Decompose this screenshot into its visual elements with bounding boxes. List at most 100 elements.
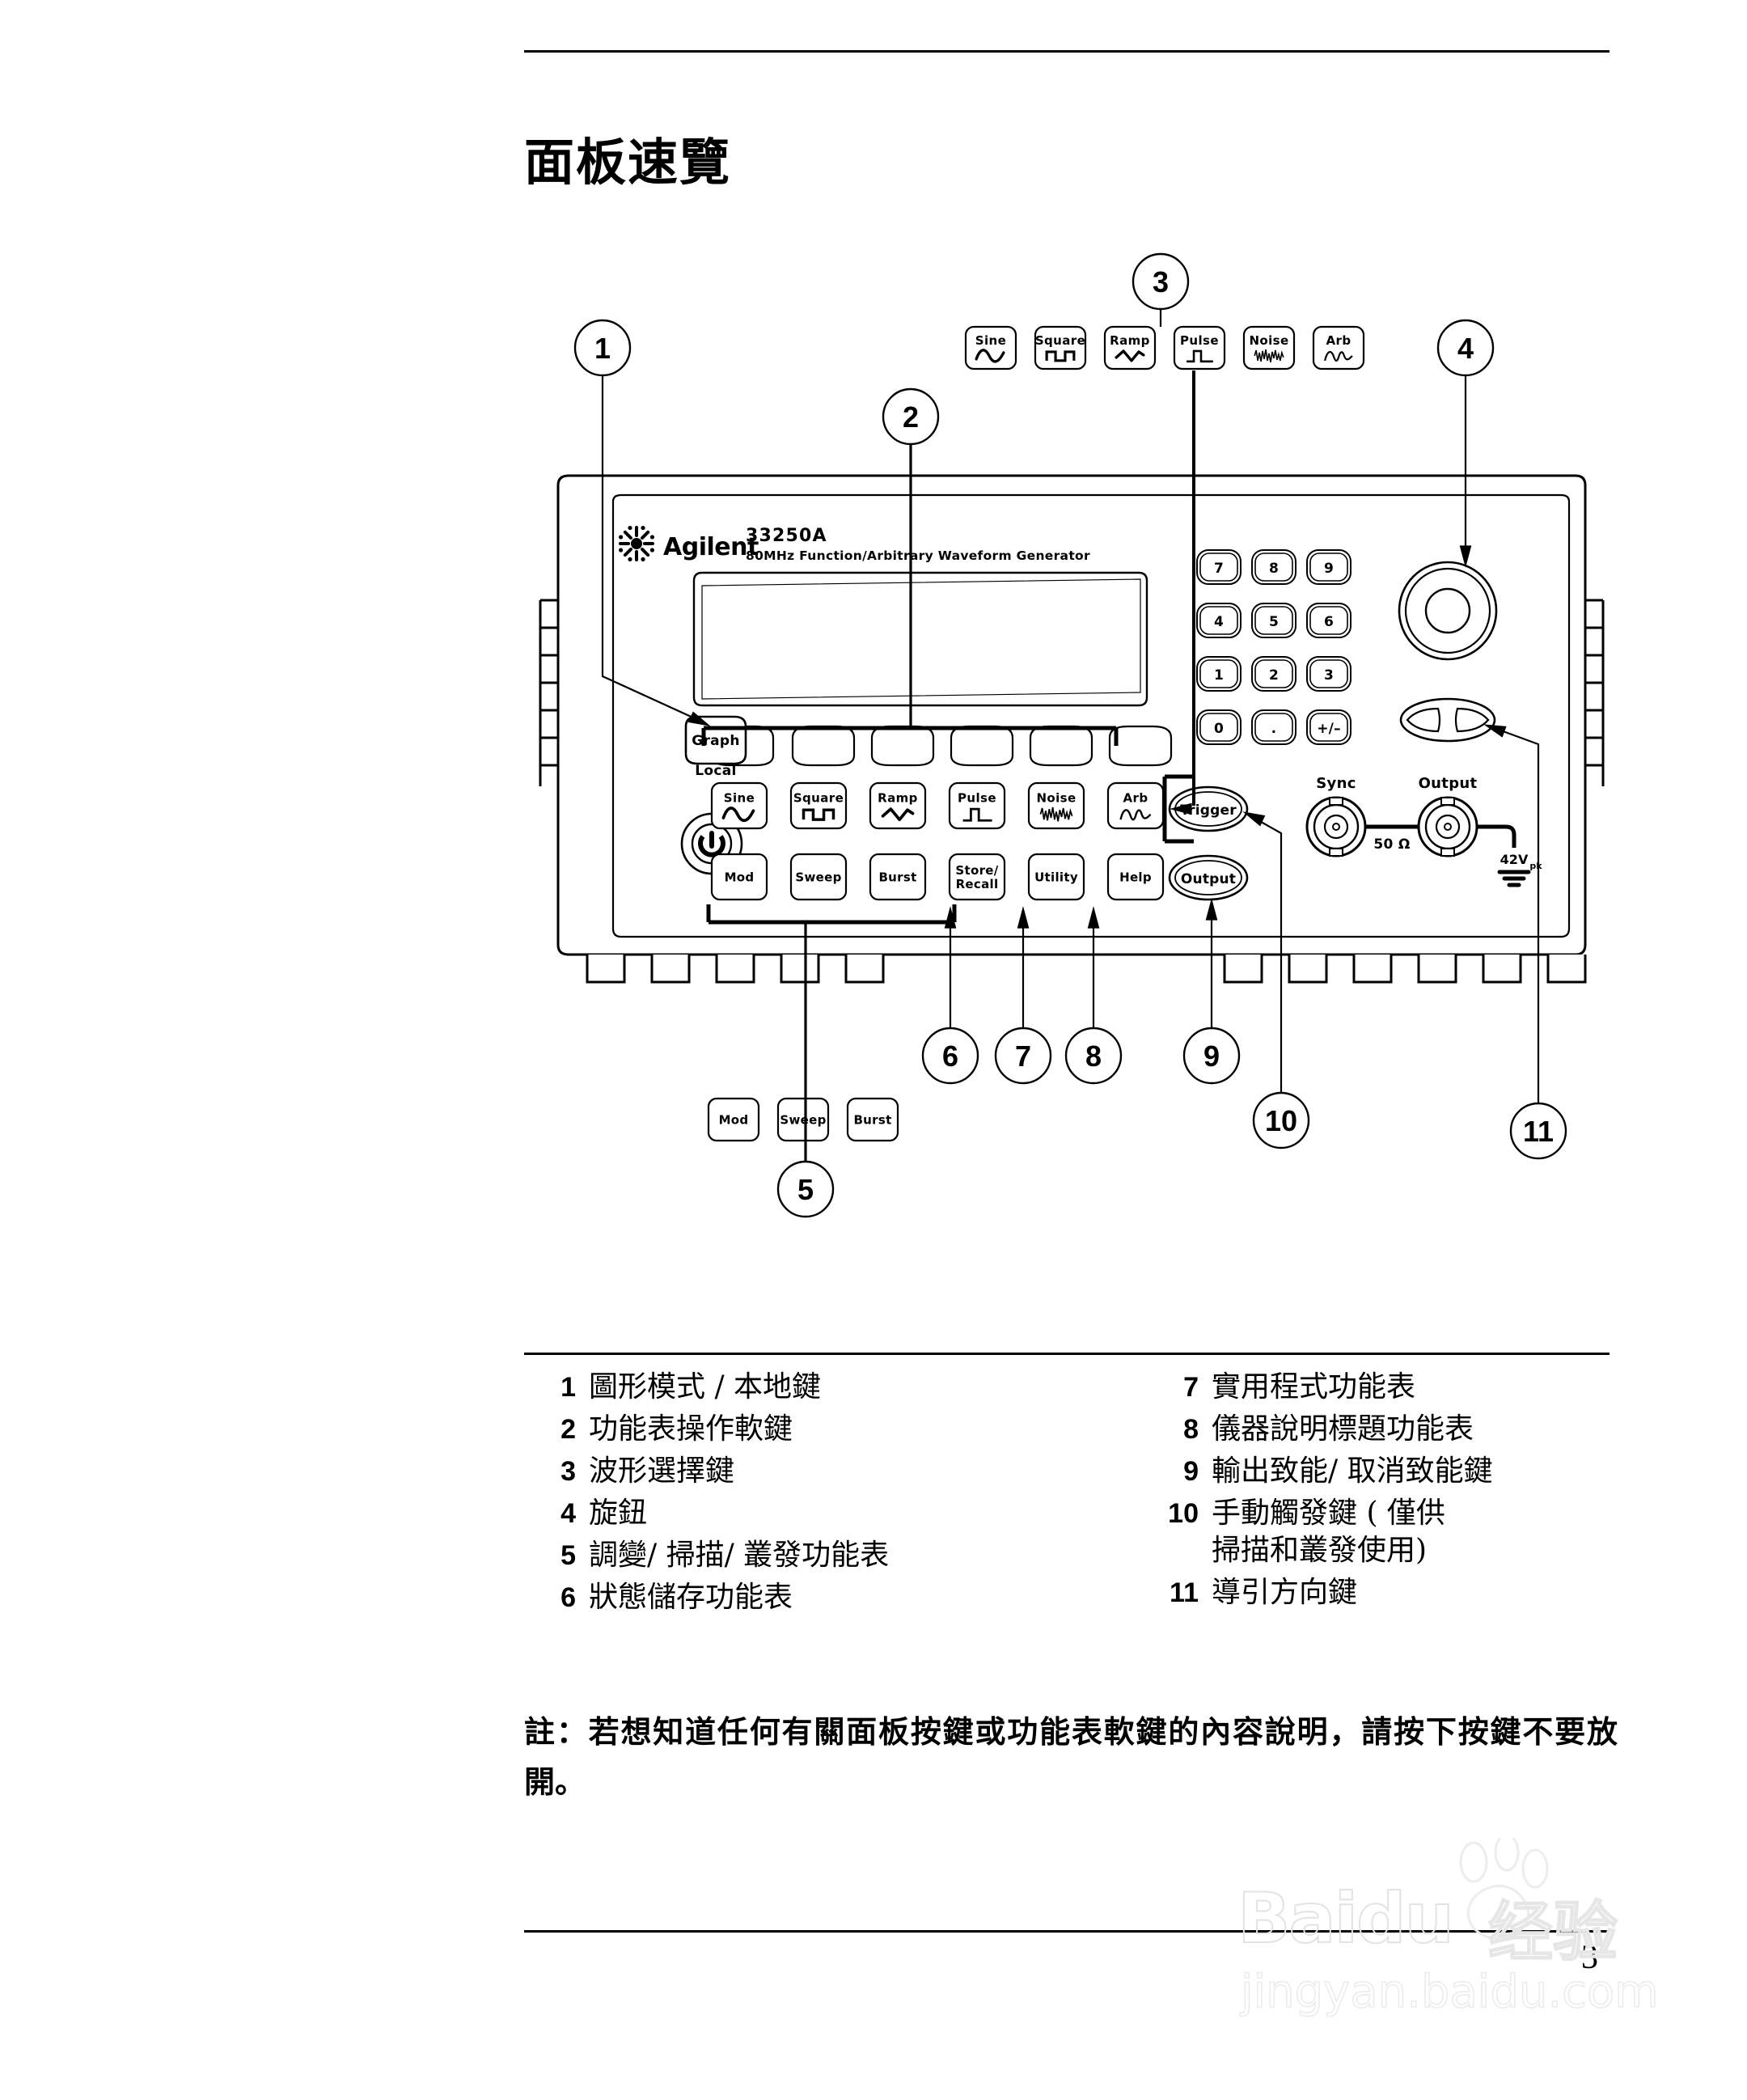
legend-item-label: 功能表操作軟鍵 — [589, 1412, 793, 1446]
left-arrow-icon[interactable] — [1406, 707, 1441, 733]
legend-item-label: 圖形模式 / 本地鍵 — [589, 1370, 822, 1404]
model-number: 33250A — [746, 526, 827, 546]
detail-key-mod[interactable] — [707, 1097, 760, 1142]
leader-arrow-4 — [1459, 545, 1472, 568]
ground-symbol-icon — [1497, 870, 1531, 887]
waveform-key-label: Noise — [1036, 791, 1076, 806]
function-key-burst-label: Burst — [878, 870, 916, 884]
detail-key-mod-label: Mod — [719, 1112, 749, 1127]
function-key-help-label: Help — [1119, 870, 1152, 884]
chassis-foot — [1482, 955, 1522, 984]
softkey-6[interactable] — [1108, 725, 1173, 767]
legend-item-label: 調變/ 掃描/ 叢發功能表 — [589, 1539, 890, 1572]
legend-item: 6 狀態儲存功能表 — [526, 1579, 1011, 1616]
callout-number-10: 10 — [1265, 1104, 1297, 1137]
function-key-store--recall[interactable] — [948, 853, 1006, 901]
legend-item-number: 7 — [1183, 1372, 1199, 1403]
starburst-ray — [623, 530, 632, 540]
callout-circle-2 — [882, 387, 940, 446]
trigger-button-label: Trigger — [1180, 802, 1237, 819]
waveform-key-label: Arb — [1326, 333, 1351, 348]
waveform-key-label: Ramp — [1110, 333, 1150, 348]
keypad-key-inner — [1254, 713, 1293, 742]
waveform-key-label: Sine — [975, 333, 1006, 348]
detail-key-burst-label: Burst — [853, 1112, 891, 1127]
starburst-ray — [623, 548, 632, 557]
legend-item-label: 導引方向鍵 — [1212, 1576, 1358, 1609]
chassis-foot — [1352, 955, 1393, 984]
keypad-key-inner — [1199, 659, 1238, 688]
softkey-2[interactable] — [791, 725, 856, 767]
voltage-rating-label: 42V — [1500, 852, 1529, 867]
footer-rule — [524, 1930, 1610, 1933]
output-button-label: Output — [1181, 871, 1236, 887]
softkey-5[interactable] — [1029, 725, 1093, 767]
keypad-key-label: 2 — [1269, 667, 1279, 684]
keypad-key-inner — [1309, 606, 1348, 635]
legend-item-label: 手動觸發鍵 ( 僅供 掃描和叢發使用) — [1212, 1497, 1445, 1567]
keypad-key-inner — [1309, 713, 1348, 742]
keypad-key-label: 9 — [1324, 561, 1334, 577]
display-screen-area — [701, 578, 1141, 700]
legend-item-label: 波形選擇鍵 — [589, 1454, 735, 1488]
waveform-key-sine[interactable] — [710, 781, 768, 830]
legend-item-number: 2 — [560, 1414, 576, 1445]
waveform-key-arb[interactable] — [1106, 781, 1165, 830]
waveform-key-label: Sine — [724, 791, 755, 806]
brand-name: Agilent — [663, 533, 759, 561]
waveform-key-ramp[interactable] — [1103, 325, 1157, 370]
function-key-mod-label: Mod — [725, 870, 755, 884]
waveform-row-bracket — [1165, 774, 1194, 844]
function-key-utility[interactable] — [1027, 853, 1085, 901]
keypad-key-inner — [1254, 606, 1293, 635]
function-key-help[interactable] — [1106, 853, 1165, 901]
softkey-3[interactable] — [870, 725, 935, 767]
waveform-key-noise[interactable] — [1027, 781, 1085, 830]
detail-key-sweep[interactable] — [776, 1097, 830, 1142]
page-number: 3 — [1581, 1939, 1598, 1976]
keypad-key-label: 0 — [1214, 721, 1224, 737]
paw-icon — [1459, 1838, 1549, 1940]
callout-circle-4 — [1436, 319, 1495, 377]
callout-number-3: 3 — [1153, 265, 1169, 298]
keypad-key-label: 7 — [1214, 561, 1224, 577]
callout-circle-1 — [573, 319, 632, 377]
waveform-key-ramp[interactable] — [869, 781, 927, 830]
keypad-key-inner — [1199, 553, 1238, 582]
page-title: 面板速覽 — [524, 132, 732, 192]
keypad-key-label: 3 — [1324, 667, 1334, 684]
softkey-4[interactable] — [950, 725, 1014, 767]
right-arrow-icon[interactable] — [1454, 707, 1490, 733]
detail-key-burst[interactable] — [846, 1097, 899, 1142]
leader-arrow-1 — [687, 711, 711, 726]
waveform-key-sine[interactable] — [964, 325, 1017, 370]
chassis-foot — [1546, 955, 1587, 984]
legend-item-number: 6 — [560, 1582, 576, 1613]
function-key-mod[interactable] — [710, 853, 768, 901]
legend-item-label: 狀態儲存功能表 — [589, 1581, 793, 1614]
starburst-dot — [641, 557, 645, 562]
legend-item-number: 9 — [1183, 1456, 1199, 1487]
function-key-burst[interactable] — [869, 853, 927, 901]
legend-item-number: 4 — [560, 1498, 576, 1529]
waveform-key-pulse[interactable] — [948, 781, 1006, 830]
waveform-key-square[interactable] — [789, 781, 848, 830]
function-key-sweep[interactable] — [789, 853, 848, 901]
keypad-key-label: 4 — [1214, 614, 1224, 630]
keypad-key-label: +/– — [1317, 721, 1341, 737]
leader-arrow-11 — [1483, 724, 1507, 738]
leader-arrow-9 — [1205, 898, 1218, 921]
callout-number-2: 2 — [903, 400, 919, 434]
keypad-key-label: . — [1271, 721, 1277, 737]
legend-rule — [524, 1353, 1610, 1355]
graph-key-label: Graph — [692, 733, 740, 749]
waveform-key-label: Pulse — [958, 791, 996, 806]
ground-lead — [1477, 824, 1516, 848]
starburst-dot — [628, 557, 632, 562]
watermark-brand: Baidu — [1237, 1878, 1455, 1960]
waveform-key-noise[interactable] — [1242, 325, 1296, 370]
waveform-key-pulse[interactable] — [1173, 325, 1226, 370]
